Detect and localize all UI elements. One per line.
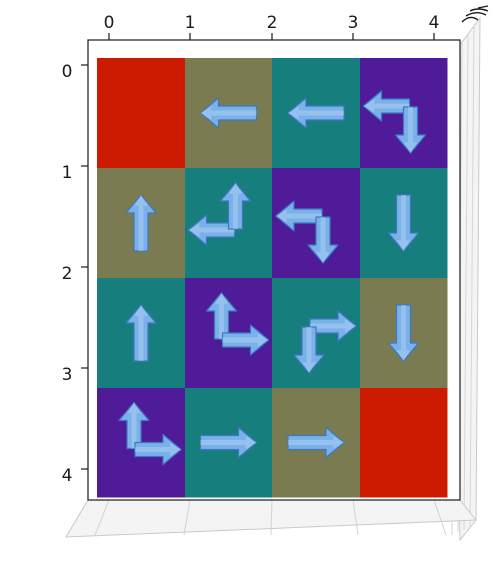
x-tick-label: 1 [185,13,196,33]
y-tick-label: 4 [62,466,73,486]
x-tick-label: 0 [104,13,115,33]
arrow-down-icon [394,106,427,154]
arrow-up-icon [125,194,157,252]
corner-glyphs [461,5,489,23]
arrow-down-icon [387,194,420,252]
arrow-down-icon [387,304,420,362]
x-tick-label: 2 [267,13,278,33]
arrow-up-icon [219,182,252,230]
y-tick-label: 2 [62,264,73,284]
arrow-down-icon [307,216,339,264]
axis-ticks: 0 1 2 3 4 0 1 2 3 4 [62,13,440,486]
arrow-right-icon [221,324,270,356]
policy-arrows [118,90,427,466]
arrow-right-icon [134,433,182,466]
arrow-right-icon [287,426,345,459]
grid-cells [97,58,448,498]
arrow-left-icon [199,97,258,129]
y-tick-label: 1 [62,163,73,183]
arrow-right-icon [199,426,258,459]
arrow-down-icon [293,326,325,374]
bottom-wall-lines [94,499,447,536]
y-tick-label: 3 [62,365,73,385]
x-tick-label: 3 [348,13,359,33]
x-tick-label: 4 [429,13,440,33]
y-tick-label: 0 [62,62,73,82]
grid-cell-0-0 [97,58,186,169]
arrow-up-icon [125,304,157,362]
arrow-left-icon [287,97,345,129]
arrow-left-icon [362,90,411,122]
arrow-left-icon [275,200,323,232]
grid-cell-3-3 [360,388,448,498]
